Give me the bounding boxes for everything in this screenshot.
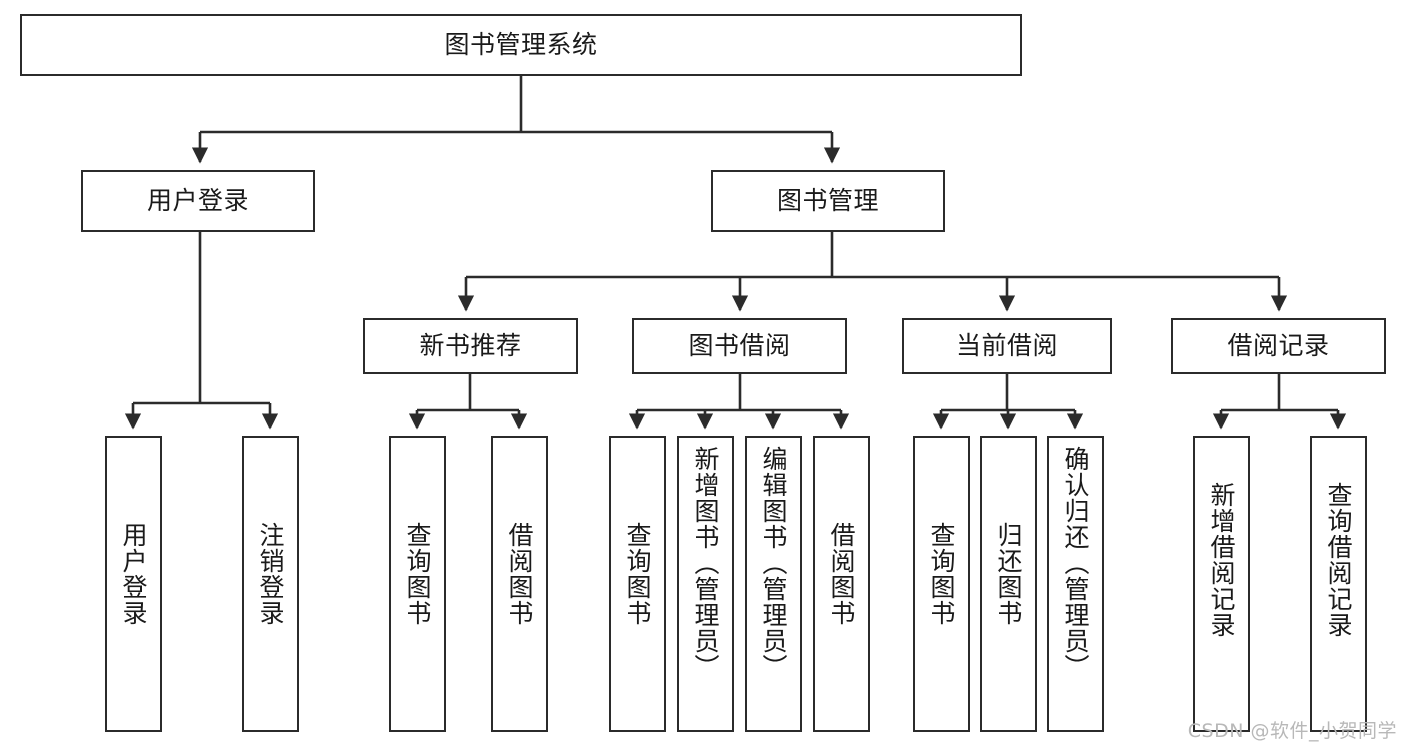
node-user-login[interactable]: 用户登录 [81,170,315,232]
node-label: 确认归还（管理员） [1061,446,1090,680]
node-label: 借阅记录 [1227,331,1330,361]
node-label: 当前借阅 [955,331,1058,361]
node-borrow-record[interactable]: 借阅记录 [1171,318,1386,374]
node-label: 图书借阅 [688,331,791,361]
node-label: 借阅图书 [505,522,534,626]
leaf-user-login-logout[interactable]: 注销登录 [242,436,299,732]
node-book-management[interactable]: 图书管理 [711,170,945,232]
node-label: 查询图书 [927,522,956,626]
node-current-borrow[interactable]: 当前借阅 [902,318,1112,374]
leaf-book-borrow-borrow-book[interactable]: 借阅图书 [813,436,870,732]
node-label: 图书管理 [776,186,879,216]
leaf-new-book-borrow-book[interactable]: 借阅图书 [491,436,548,732]
node-label: 注销登录 [256,522,285,626]
node-label: 用户登录 [119,522,148,626]
node-new-book-recommend[interactable]: 新书推荐 [363,318,578,374]
leaf-current-borrow-query-book[interactable]: 查询图书 [913,436,970,732]
leaf-current-borrow-return-book[interactable]: 归还图书 [980,436,1037,732]
node-root-book-management-system[interactable]: 图书管理系统 [20,14,1022,76]
node-book-borrow[interactable]: 图书借阅 [632,318,847,374]
node-label: 新书推荐 [419,331,522,361]
leaf-user-login-login[interactable]: 用户登录 [105,436,162,732]
node-label: 查询图书 [623,522,652,626]
node-label: 新增图书（管理员） [691,446,720,680]
node-label: 查询图书 [403,522,432,626]
leaf-book-borrow-edit-book-admin[interactable]: 编辑图书（管理员） [745,436,802,732]
leaf-book-borrow-add-book-admin[interactable]: 新增图书（管理员） [677,436,734,732]
node-label: 归还图书 [994,522,1023,626]
leaf-borrow-record-query-record[interactable]: 查询借阅记录 [1310,436,1367,732]
node-label: 新增借阅记录 [1207,482,1236,638]
node-label: 用户登录 [146,186,249,216]
leaf-current-borrow-confirm-return-admin[interactable]: 确认归还（管理员） [1047,436,1104,732]
leaf-new-book-query-book[interactable]: 查询图书 [389,436,446,732]
node-label: 查询借阅记录 [1324,482,1353,638]
leaf-book-borrow-query-book[interactable]: 查询图书 [609,436,666,732]
node-label: 借阅图书 [827,522,856,626]
leaf-borrow-record-add-record[interactable]: 新增借阅记录 [1193,436,1250,732]
csdn-watermark: CSDN @软件_小贺同学 [1187,720,1397,742]
node-label: 图书管理系统 [444,30,598,60]
node-label: 编辑图书（管理员） [759,446,788,680]
